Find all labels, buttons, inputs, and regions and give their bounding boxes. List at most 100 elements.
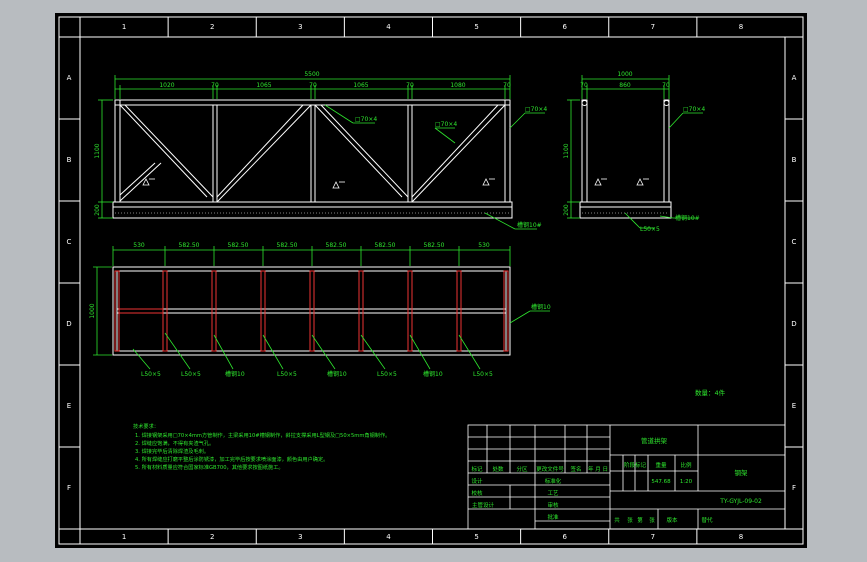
- column-label: 7: [651, 23, 655, 31]
- column-label: 5: [474, 23, 478, 31]
- front-bay-1: 1020: [159, 82, 174, 89]
- side-channel-label: 槽钢10#: [675, 214, 700, 222]
- plan-label-2: L50×5: [181, 371, 201, 378]
- notes-line-4: 4. 所有焊缝应打磨平整后涂防锈漆，加工完毕后按要求喷涂面漆，颜色由用户确定。: [135, 455, 328, 463]
- tb-header-count: 处数: [492, 465, 504, 473]
- front-base-height: 200: [94, 204, 101, 216]
- notes-title: 技术要求：: [133, 422, 159, 430]
- side-base-height: 200: [563, 204, 570, 216]
- column-label: 1: [122, 533, 126, 541]
- plan-dim-1: 530: [133, 242, 145, 249]
- tb-header-change-doc: 更改文件号: [536, 465, 564, 473]
- side-overall-width: 1000: [617, 71, 632, 78]
- tb-sheet-no-label: 第: [637, 516, 643, 524]
- title-block: 标记 处数 分区 更改文件号 签名 年 月 日 设计 校核 主管设计 标准化 工…: [467, 424, 786, 530]
- plan-label-4: L50×5: [277, 371, 297, 378]
- tb-version-label: 版本: [666, 516, 678, 524]
- row-label: F: [792, 484, 796, 492]
- plan-label-5: 槽钢10: [327, 370, 347, 378]
- row-label: D: [791, 320, 796, 328]
- plan-label-6: L50×5: [377, 371, 397, 378]
- tb-role-chief: 主管设计: [472, 501, 495, 509]
- tb-role-review: 审核: [547, 501, 559, 509]
- plan-view: 530 582.50 582.50 582.50 582.50 582.50 5…: [89, 242, 551, 378]
- column-label: 2: [210, 533, 214, 541]
- row-label: A: [67, 74, 72, 82]
- front-view: 5500 1020 70 1065 70 1065 70 1080 70 110…: [94, 71, 547, 230]
- tb-drawing-number: TY-GYJL-09-02: [719, 498, 762, 505]
- plan-dim-3: 582.50: [228, 242, 249, 249]
- plan-label-7: 槽钢10: [423, 370, 443, 378]
- column-label: 2: [210, 23, 214, 31]
- quantity-note: 数量：4件: [695, 388, 726, 397]
- plan-dim-6: 582.50: [375, 242, 396, 249]
- front-bay-2: 1065: [256, 82, 271, 89]
- side-dim-left: 70: [580, 82, 588, 89]
- front-post-4: 70: [503, 82, 511, 89]
- tb-header-mark: 标记: [471, 465, 483, 473]
- column-label: 4: [386, 533, 391, 541]
- plan-label-1: L50×5: [141, 371, 161, 378]
- front-tube-label-1: □70×4: [355, 116, 377, 123]
- tb-header-signature: 签名: [570, 465, 581, 473]
- tb-sheet-label: 张: [649, 516, 655, 524]
- front-overall-width: 5500: [304, 71, 319, 78]
- front-tube-label-2: □70×4: [435, 121, 457, 128]
- column-label: 3: [298, 23, 302, 31]
- tb-sheets-label: 张: [627, 516, 633, 524]
- row-label: E: [792, 402, 796, 410]
- tb-total-label: 共: [614, 516, 620, 524]
- row-label: B: [67, 156, 72, 164]
- plan-dim-8: 530: [478, 242, 490, 249]
- tb-role-design: 设计: [471, 477, 483, 485]
- tb-header-zone: 分区: [516, 465, 528, 473]
- row-label: F: [67, 484, 71, 492]
- plan-depth: 1000: [89, 303, 96, 318]
- tb-role-check: 校核: [471, 489, 483, 497]
- side-height: 1100: [563, 143, 570, 158]
- front-bay-3: 1065: [353, 82, 368, 89]
- column-label: 8: [739, 533, 743, 541]
- front-post-1: 70: [211, 82, 219, 89]
- side-view: 1000 70 860 70 1100 200 □70×4 槽钢10# L50×…: [563, 71, 705, 233]
- front-bay-4: 1080: [450, 82, 465, 89]
- column-label: 6: [562, 23, 567, 31]
- plan-dim-5: 582.50: [326, 242, 347, 249]
- column-label: 7: [651, 533, 655, 541]
- column-label: 1: [122, 23, 126, 31]
- notes-line-2: 2. 焊缝应饱满，不得有夹渣气孔。: [135, 439, 214, 447]
- plan-dim-7: 582.50: [424, 242, 445, 249]
- plan-label-3: 槽钢10: [225, 370, 245, 378]
- side-dim-middle: 860: [619, 82, 631, 89]
- tb-scale-header: 比例: [680, 461, 692, 469]
- front-channel-label: 槽钢10#: [517, 221, 542, 229]
- notes-line-1: 1. 焊接钢架采用□70×4mm方管制作，主梁采用10#槽钢制作，斜拉支撑采用L…: [135, 431, 390, 439]
- column-label: 8: [739, 23, 743, 31]
- column-label: 3: [298, 533, 302, 541]
- side-angle-label: L50×5: [640, 226, 660, 233]
- tb-weight-value: 547.68: [651, 479, 671, 485]
- tb-role-process: 工艺: [547, 490, 559, 497]
- front-tube-label-3: □70×4: [525, 106, 547, 113]
- plan-side-label: 槽钢10: [531, 303, 551, 311]
- front-post-2: 70: [309, 82, 317, 89]
- row-label: D: [66, 320, 71, 328]
- plan-dim-4: 582.50: [277, 242, 298, 249]
- row-label: A: [792, 74, 797, 82]
- row-label: E: [67, 402, 71, 410]
- tb-scale-value: 1:20: [680, 479, 693, 485]
- zone-ticks: [59, 17, 803, 544]
- tb-role-standard: 标准化: [545, 477, 562, 485]
- column-label: 4: [386, 23, 391, 31]
- tb-stage-mark: 阶段标记: [624, 461, 647, 469]
- column-label: 6: [562, 533, 567, 541]
- notes-line-5: 5. 所有材料质量应符合国家标准GB700，其他要求按图纸施工。: [135, 463, 284, 471]
- tb-weight-header: 重量: [655, 461, 667, 469]
- tb-role-approve: 批准: [547, 513, 559, 521]
- row-label: B: [792, 156, 797, 164]
- front-post-3: 70: [406, 82, 414, 89]
- side-tube-label: □70×4: [683, 106, 705, 113]
